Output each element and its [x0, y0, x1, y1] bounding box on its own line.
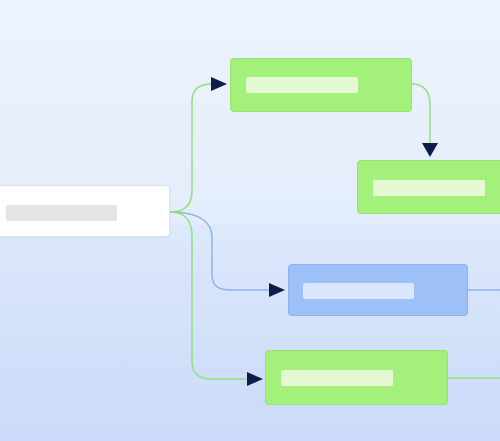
arrowhead-blue-mid	[269, 283, 285, 297]
blue-mid-placeholder-bar	[303, 283, 414, 299]
source-node-placeholder-bar	[6, 205, 117, 221]
arrowhead-green-bottom	[247, 372, 263, 386]
edge-source-to-green-top	[169, 83, 212, 213]
green-bottom-node[interactable]	[265, 350, 448, 405]
green-right-node[interactable]	[357, 160, 500, 214]
blue-mid-node[interactable]	[288, 264, 468, 316]
green-right-placeholder-bar	[373, 180, 485, 196]
edge-source-to-blue-mid	[169, 211, 269, 291]
green-top-placeholder-bar	[246, 77, 358, 93]
green-bottom-placeholder-bar	[281, 370, 393, 386]
lower-background-band	[0, 225, 500, 441]
edge-green-top-to-green-right	[411, 83, 431, 143]
green-top-node[interactable]	[230, 58, 412, 112]
edge-source-to-green-bottom	[169, 211, 247, 380]
source-node[interactable]	[0, 185, 170, 237]
arrowhead-green-top	[211, 77, 227, 91]
arrowhead-green-right	[422, 143, 438, 157]
